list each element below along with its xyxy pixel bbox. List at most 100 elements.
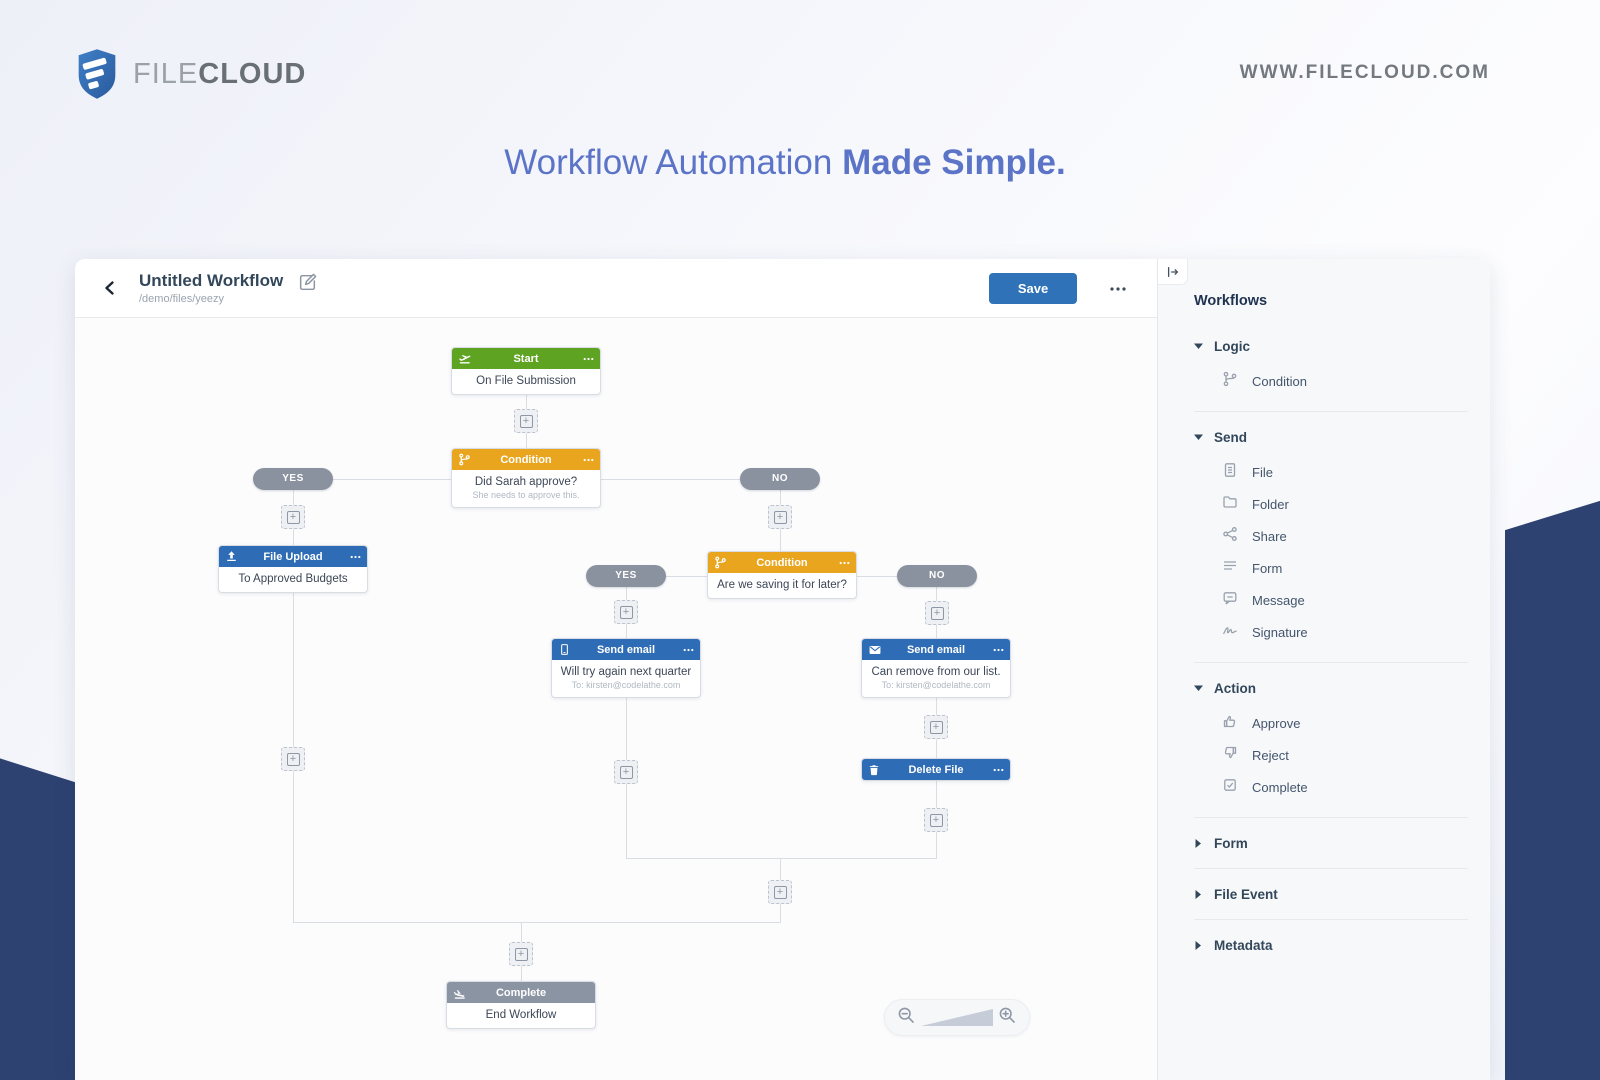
ellipsis-icon <box>583 357 594 360</box>
header-ellipsis-button[interactable] <box>1109 279 1127 297</box>
sidebar-group-action[interactable]: Action <box>1194 677 1490 699</box>
hero-title-light: Workflow Automation <box>504 143 833 182</box>
node-condition-2[interactable]: Condition Are we saving it for later? <box>707 551 857 599</box>
add-step-button[interactable]: + <box>768 505 792 529</box>
connector-line <box>626 694 627 760</box>
add-step-button[interactable]: + <box>614 600 638 624</box>
item-label: Share <box>1252 528 1287 544</box>
caret-right-icon <box>1194 940 1203 950</box>
workflow-editor-window: Untitled Workflow /demo/files/yeezy Save <box>75 259 1490 1080</box>
node-send-email-1[interactable]: Send email Will try again next quarter T… <box>551 638 701 698</box>
node-file-upload[interactable]: File Upload To Approved Budgets <box>218 545 368 593</box>
connector-line <box>333 479 451 480</box>
sidebar-item-condition[interactable]: Condition <box>1196 365 1490 397</box>
sidebar-item-complete[interactable]: Complete <box>1196 771 1490 803</box>
item-label: Folder <box>1252 496 1289 512</box>
plane-takeoff-icon <box>458 351 473 366</box>
group-label: Metadata <box>1214 937 1273 953</box>
node-delete-file[interactable]: Delete File <box>861 758 1011 781</box>
node-menu-button[interactable] <box>989 648 1004 652</box>
node-title: Send email <box>596 643 656 656</box>
branch-label-yes: YES <box>586 565 666 587</box>
node-note: She needs to approve this. <box>472 490 580 500</box>
node-title: Delete File <box>908 763 964 776</box>
zoom-out-button[interactable] <box>897 1006 916 1030</box>
add-step-button[interactable]: + <box>514 409 538 433</box>
item-label: Approve <box>1252 715 1301 731</box>
sidebar-item-approve[interactable]: Approve <box>1196 707 1490 739</box>
plus-icon: + <box>929 813 943 827</box>
sidebar-group-form[interactable]: Form <box>1194 832 1490 854</box>
node-menu-button[interactable] <box>346 555 361 559</box>
connector-line <box>526 433 527 448</box>
add-step-button[interactable]: + <box>509 942 533 966</box>
node-body: Are we saving it for later? <box>708 573 856 598</box>
rename-button[interactable] <box>297 272 318 298</box>
sidebar-group-send[interactable]: Send <box>1194 426 1490 448</box>
connector-line <box>626 587 627 600</box>
sidebar-item-file[interactable]: File <box>1196 456 1490 488</box>
sidebar-item-message[interactable]: Message <box>1196 584 1490 616</box>
node-condition-1[interactable]: Condition Did Sarah approve? She needs t… <box>451 448 601 508</box>
workflow-title: Untitled Workflow <box>139 271 284 290</box>
workflow-steps-sidebar: Workflows Logic Condition Send <box>1157 259 1490 1080</box>
add-step-button[interactable]: + <box>925 601 949 625</box>
sidebar-item-signature[interactable]: Signature <box>1196 616 1490 648</box>
caret-down-icon <box>1194 684 1203 692</box>
sidebar-item-share[interactable]: Share <box>1196 520 1490 552</box>
sidebar-item-form[interactable]: Form <box>1196 552 1490 584</box>
plus-icon: + <box>930 606 944 620</box>
workflow-canvas[interactable]: + + + + + + + + + + + YES NO YES NO Sta <box>75 318 1157 1080</box>
sidebar-group-file-event[interactable]: File Event <box>1194 883 1490 905</box>
plus-icon: + <box>773 885 787 899</box>
node-header: File Upload <box>219 546 367 567</box>
connector-line <box>293 771 294 923</box>
back-button[interactable] <box>97 275 123 301</box>
connector-line <box>936 587 937 601</box>
divider <box>1194 817 1468 818</box>
node-menu-button[interactable] <box>679 648 694 652</box>
caret-down-icon <box>1194 342 1203 350</box>
sidebar-group-metadata[interactable]: Metadata <box>1194 934 1490 956</box>
workflow-title-block: Untitled Workflow /demo/files/yeezy <box>139 271 283 305</box>
plus-icon: + <box>929 720 943 734</box>
connector-line <box>780 904 781 922</box>
plus-icon: + <box>519 414 533 428</box>
save-button[interactable]: Save <box>989 272 1077 304</box>
connector-line <box>780 490 781 505</box>
connector-line <box>936 739 937 758</box>
node-start[interactable]: Start On File Submission <box>451 347 601 395</box>
node-menu-button[interactable] <box>835 561 850 565</box>
sidebar-item-reject[interactable]: Reject <box>1196 739 1490 771</box>
sidebar-group-logic[interactable]: Logic <box>1194 335 1490 357</box>
node-header: Start <box>452 348 600 369</box>
branch-icon <box>714 555 729 570</box>
brand-wordmark: FILECLOUD <box>133 58 306 91</box>
branch-label-yes: YES <box>253 468 333 490</box>
sidebar-title: Workflows <box>1194 293 1268 309</box>
node-menu-button[interactable] <box>579 357 594 361</box>
node-complete[interactable]: Complete End Workflow <box>446 981 596 1029</box>
node-description: On File Submission <box>476 375 576 387</box>
item-label: Message <box>1252 592 1305 608</box>
connector-line <box>936 625 937 638</box>
add-step-button[interactable]: + <box>281 747 305 771</box>
node-send-email-2[interactable]: Send email Can remove from our list. To:… <box>861 638 1011 698</box>
plus-icon: + <box>619 765 633 779</box>
node-menu-button[interactable] <box>579 458 594 462</box>
zoom-slider[interactable] <box>921 1009 993 1026</box>
add-step-button[interactable]: + <box>768 880 792 904</box>
sidebar-item-folder[interactable]: Folder <box>1196 488 1490 520</box>
node-menu-button[interactable] <box>989 768 1004 772</box>
add-step-button[interactable]: + <box>614 760 638 784</box>
add-step-button[interactable]: + <box>924 715 948 739</box>
connector-line <box>936 779 937 808</box>
add-step-button[interactable]: + <box>281 505 305 529</box>
checkbox-icon <box>1222 777 1238 798</box>
upload-icon <box>225 549 240 564</box>
node-body: To Approved Budgets <box>219 567 367 592</box>
zoom-in-button[interactable] <box>998 1006 1017 1030</box>
add-step-button[interactable]: + <box>924 808 948 832</box>
zoom-control <box>884 999 1030 1036</box>
collapse-sidebar-button[interactable] <box>1158 259 1188 285</box>
